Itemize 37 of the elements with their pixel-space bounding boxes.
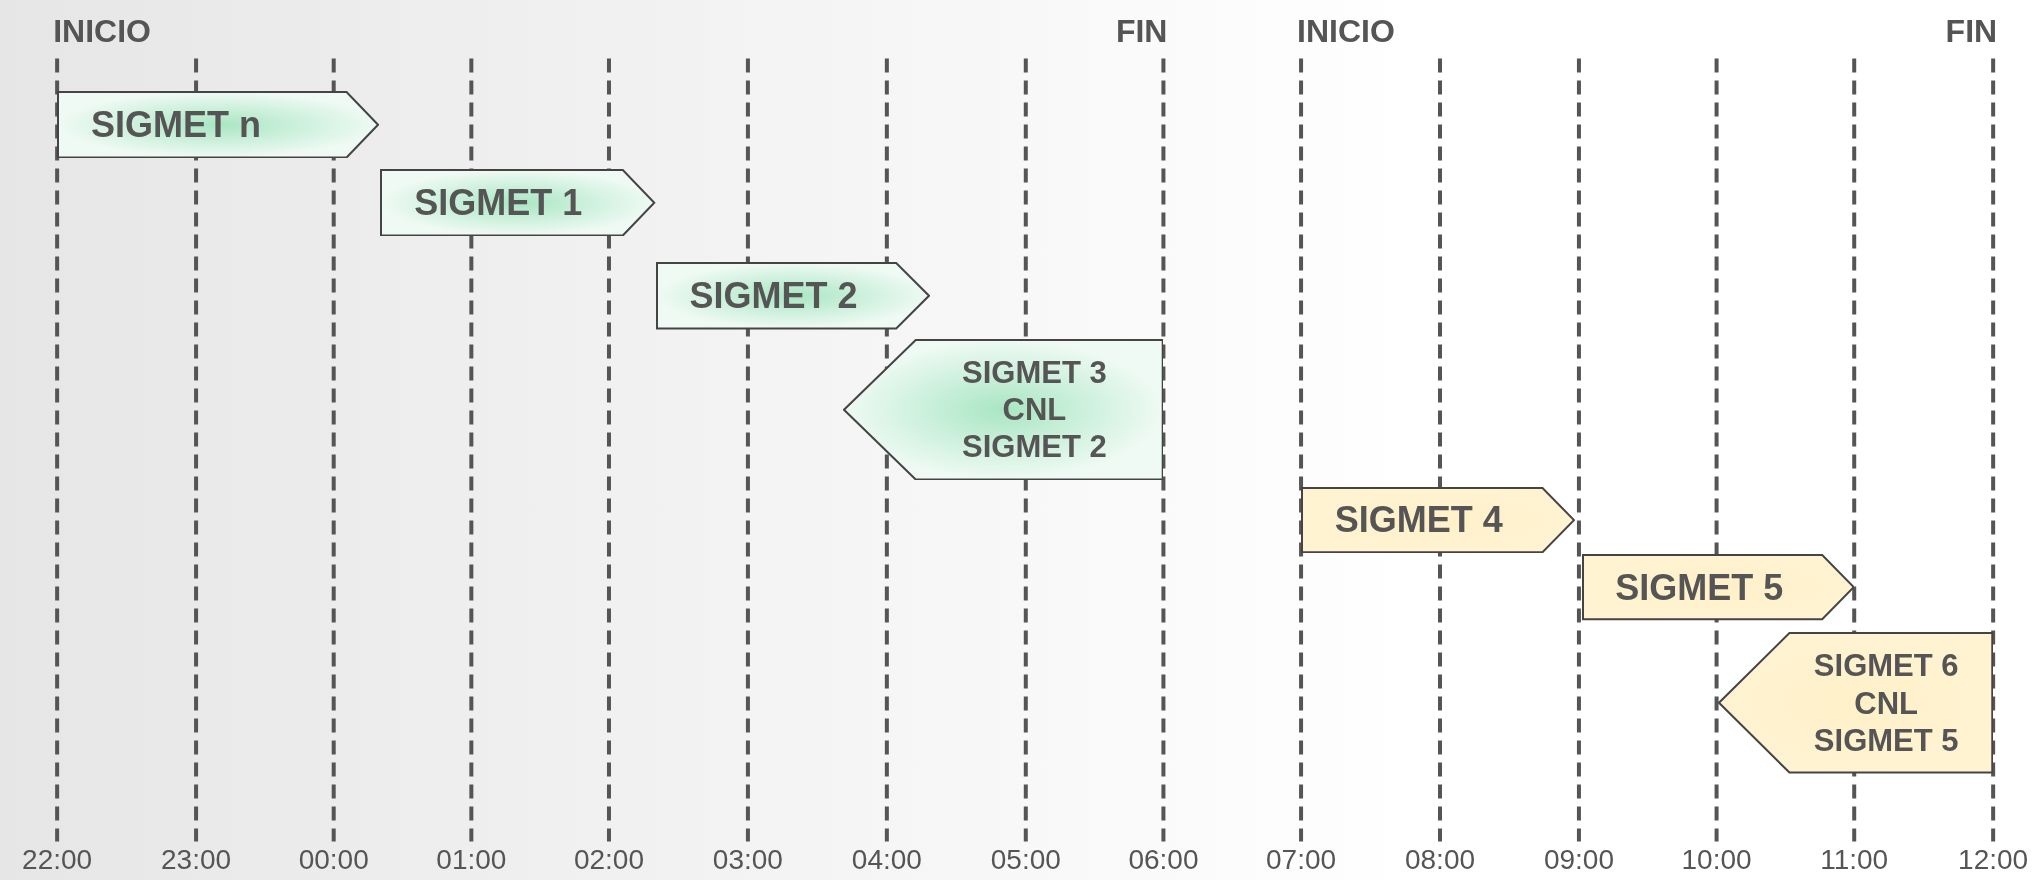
period-marker: INICIO [53,13,151,50]
time-label: 22:00 [22,844,93,876]
time-label: 00:00 [298,844,369,876]
node-text: CNL [1002,391,1067,429]
time-label: 07:00 [1266,844,1337,876]
node-text: SIGMET 2 [962,428,1107,466]
node-text: SIGMET 5 [1813,721,1959,759]
time-span-banner [655,262,930,330]
time-span-banner [1581,554,1855,621]
time-span-banner [842,338,1164,481]
period-marker: FIN [1945,13,1998,50]
time-label: 10:00 [1681,844,1752,876]
time-span-banner [380,168,656,237]
node-text: SIGMET 6 [1813,647,1959,685]
time-label: 04:00 [851,844,922,876]
time-span-banner [57,90,380,159]
period-marker: INICIO [1297,13,1395,50]
time-span-banner [1717,632,1994,774]
time-label: 11:00 [1820,844,1889,876]
time-label: 01:00 [436,844,507,876]
node-text: CNL [1854,684,1919,722]
time-label: 08:00 [1404,844,1476,876]
node-text: SIGMET 4 [1334,498,1503,542]
node-text: SIGMET 5 [1615,565,1784,610]
time-label: 12:00 [1958,844,2029,876]
node-text: SIGMET 1 [414,180,583,225]
time-label: 03:00 [712,844,783,876]
time-label: 05:00 [990,844,1061,876]
node-text: SIGMET 2 [689,274,858,318]
time-label: 09:00 [1543,844,1614,876]
time-label: 23:00 [161,844,232,876]
time-label: 02:00 [573,844,644,876]
node-text: SIGMET n [90,103,261,147]
period-marker: FIN [1115,13,1168,50]
time-span-banner [1301,486,1576,554]
time-label: 06:00 [1128,844,1199,876]
node-text: SIGMET 3 [962,353,1107,392]
